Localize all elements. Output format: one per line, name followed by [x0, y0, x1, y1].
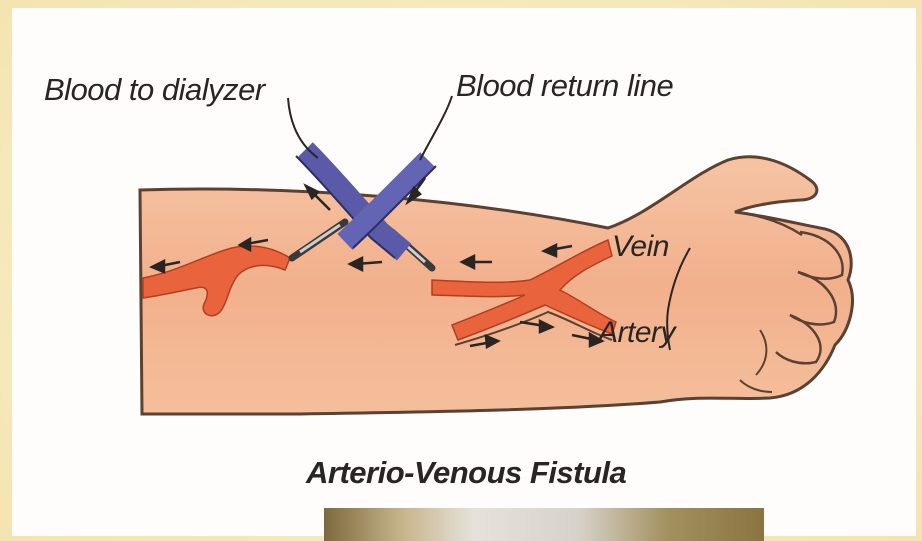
leader-return — [420, 96, 452, 160]
label-artery: Artery — [598, 316, 675, 350]
label-blood-return-line: Blood return line — [456, 68, 673, 104]
background-photo-strip — [324, 508, 764, 541]
diagram-caption: Arterio-Venous Fistula — [306, 455, 626, 491]
label-vein: Vein — [612, 230, 669, 264]
label-blood-to-dialyzer: Blood to dialyzer — [44, 72, 265, 108]
